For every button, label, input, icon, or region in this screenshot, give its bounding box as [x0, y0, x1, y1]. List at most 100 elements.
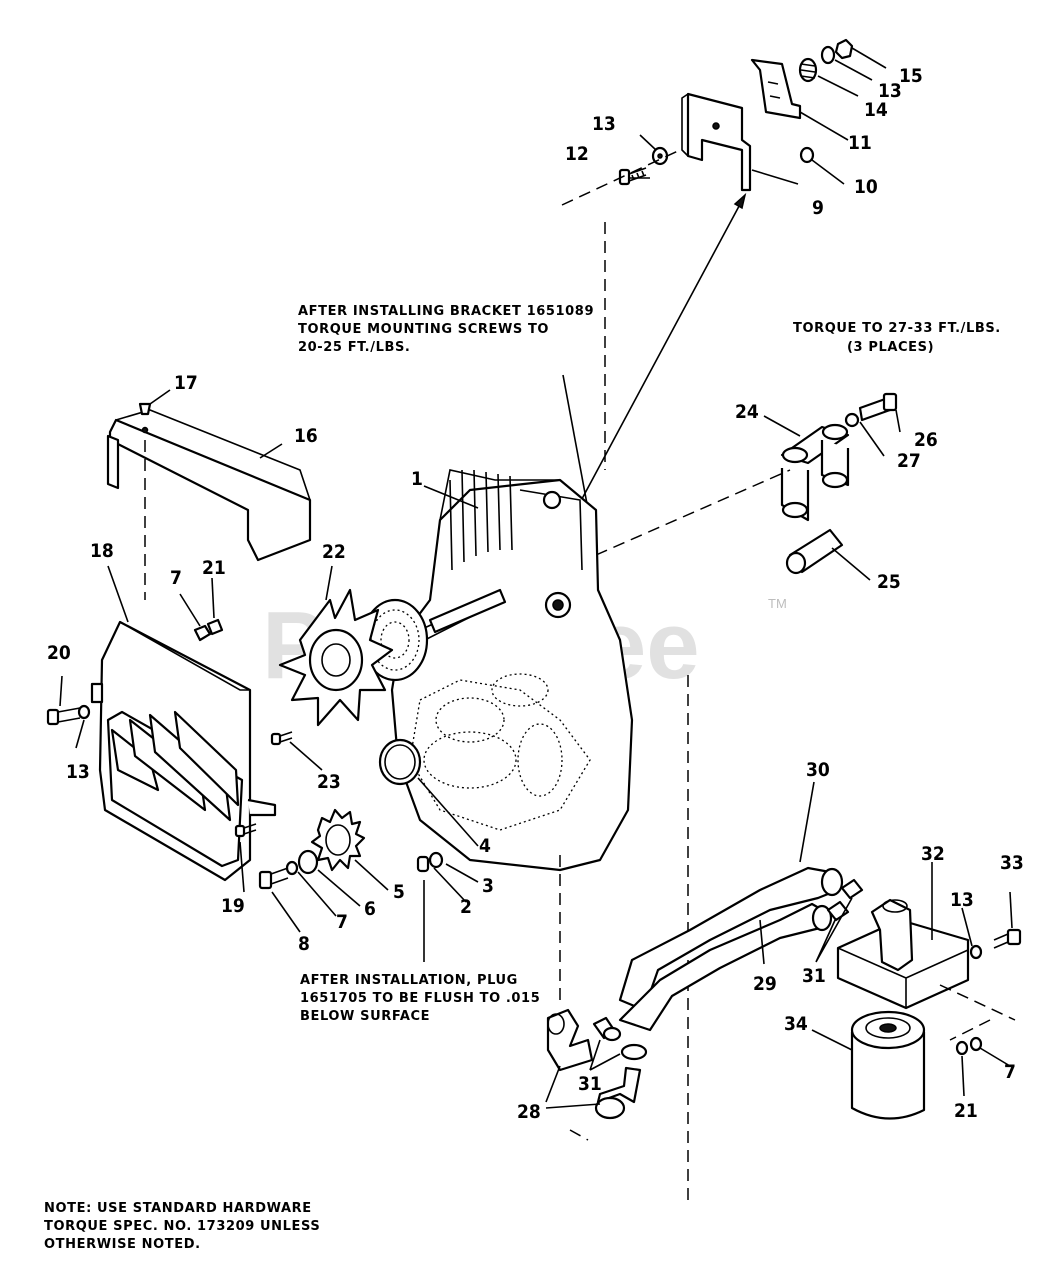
- callout-26: 26: [914, 429, 938, 451]
- washer-13-left: [77, 704, 91, 720]
- shroud-cover-16: [106, 409, 312, 562]
- note-bracket-line-3: 20-25 FT./LBS.: [298, 340, 410, 355]
- note-plug-line-3: BELOW SURFACE: [300, 1009, 430, 1024]
- callout-22: 22: [322, 541, 346, 563]
- callout-27: 27: [897, 450, 921, 472]
- oil-filter-34: [850, 1010, 926, 1120]
- note-bracket-line-1: AFTER INSTALLING BRACKET 1651089: [298, 304, 594, 319]
- callout-labels: 1 2 3 4 5 6 7 8 9 10 11 12 13 13 14 15 1…: [47, 65, 1024, 1123]
- screw-17: [138, 402, 152, 416]
- bolt-8: [258, 867, 289, 890]
- screw-19: [234, 823, 257, 838]
- note-hardware-line-1: NOTE: USE STANDARD HARDWARE: [44, 1201, 312, 1216]
- callout-11: 11: [848, 132, 872, 154]
- washer-27: [844, 412, 860, 428]
- leader-lines: [59, 47, 1013, 1109]
- note-hardware-line-3: OTHERWISE NOTED.: [44, 1237, 201, 1252]
- hose-24: [780, 423, 850, 522]
- oil-line-30: [618, 866, 844, 1012]
- note-plug-line-1: AFTER INSTALLATION, PLUG: [300, 973, 518, 988]
- callout-3: 3: [482, 875, 494, 897]
- note-standard-hardware: NOTE: USE STANDARD HARDWARE TORQUE SPEC.…: [44, 1201, 320, 1252]
- callout-30: 30: [806, 759, 830, 781]
- washer-7-center: [285, 860, 299, 876]
- callout-13-top: 13: [878, 80, 902, 102]
- callout-14: 14: [864, 99, 888, 121]
- note-plug-line-2: 1651705 TO BE FLUSH TO .015: [300, 991, 540, 1006]
- callout-8: 8: [298, 933, 310, 955]
- callout-15: 15: [899, 65, 923, 87]
- mounting-bracket: [681, 92, 752, 192]
- callout-33: 33: [1000, 852, 1024, 874]
- callout-19: 19: [221, 895, 245, 917]
- note-bracket-torque: AFTER INSTALLING BRACKET 1651089 TORQUE …: [298, 304, 594, 355]
- callout-21-left: 21: [202, 557, 226, 579]
- callout-6: 6: [364, 898, 376, 920]
- nut-21-right: [955, 1040, 969, 1056]
- hose-25: [785, 528, 844, 575]
- callout-1: 1: [411, 468, 423, 490]
- bolt-26: [858, 392, 898, 422]
- nut-15: [834, 38, 854, 60]
- oil-line-29: [618, 902, 833, 1032]
- callout-16: 16: [294, 425, 318, 447]
- callout-29: 29: [753, 973, 777, 995]
- transmission-housing: [390, 469, 634, 872]
- screw-23: [270, 731, 293, 746]
- callout-20: 20: [47, 642, 71, 664]
- o-ring-4: [378, 738, 422, 786]
- callout-13-left: 13: [66, 761, 90, 783]
- fitting-28-upper: [546, 1008, 594, 1072]
- note-plug-install: AFTER INSTALLATION, PLUG 1651705 TO BE F…: [300, 973, 540, 1024]
- callout-18: 18: [90, 540, 114, 562]
- note-bracket-line-2: TORQUE MOUNTING SCREWS TO: [298, 322, 549, 337]
- callout-7-center: 7: [336, 911, 348, 933]
- callout-2: 2: [460, 896, 472, 918]
- callout-23: 23: [317, 771, 341, 793]
- watermark-tm: TM: [768, 596, 787, 611]
- callout-10: 10: [854, 176, 878, 198]
- note-hardware-line-2: TORQUE SPEC. NO. 173209 UNLESS: [44, 1219, 320, 1234]
- washer-7-left: [193, 624, 212, 642]
- bolt-20: [46, 707, 81, 726]
- callout-17: 17: [174, 372, 198, 394]
- note-torque-places: TORQUE TO 27-33 FT./LBS. (3 PLACES): [793, 321, 1001, 355]
- callout-12: 12: [565, 143, 589, 165]
- washer-7-right: [969, 1036, 983, 1052]
- callout-24: 24: [735, 401, 759, 423]
- callout-7-left: 7: [170, 567, 182, 589]
- washer-13-top: [820, 45, 836, 65]
- washer-6: [297, 849, 319, 875]
- callout-13-right: 13: [950, 889, 974, 911]
- plug-2: [416, 855, 430, 873]
- callout-25: 25: [877, 571, 901, 593]
- nut-21-left: [206, 618, 224, 636]
- callout-31-right: 31: [802, 965, 826, 987]
- clamps-31-right: [826, 878, 864, 922]
- clamps-31-left: [592, 1016, 648, 1061]
- callout-28: 28: [517, 1101, 541, 1123]
- fan-22: [278, 588, 394, 727]
- callout-9: 9: [812, 197, 824, 219]
- fitting-28-lower: [594, 1066, 642, 1120]
- callout-21-right: 21: [954, 1100, 978, 1122]
- callout-31-left: 31: [578, 1073, 602, 1095]
- bracket-plate-11: [750, 58, 802, 120]
- callout-13-bolt: 13: [592, 113, 616, 135]
- callout-32: 32: [921, 843, 945, 865]
- callout-34: 34: [784, 1013, 808, 1035]
- gear-5: [310, 808, 366, 872]
- washer-10: [799, 146, 815, 164]
- bolt-33: [993, 928, 1022, 949]
- callout-5: 5: [393, 881, 405, 903]
- note-torque-line-2: (3 PLACES): [847, 340, 934, 355]
- callout-7-right: 7: [1004, 1061, 1016, 1083]
- note-torque-line-1: TORQUE TO 27-33 FT./LBS.: [793, 321, 1001, 336]
- filter-adapter-32: [836, 898, 970, 1010]
- washer-3: [428, 851, 444, 869]
- blower-housing-18: [90, 620, 277, 882]
- washer-13-right: [969, 944, 983, 960]
- callout-4: 4: [479, 835, 491, 857]
- spring-14: [798, 57, 818, 83]
